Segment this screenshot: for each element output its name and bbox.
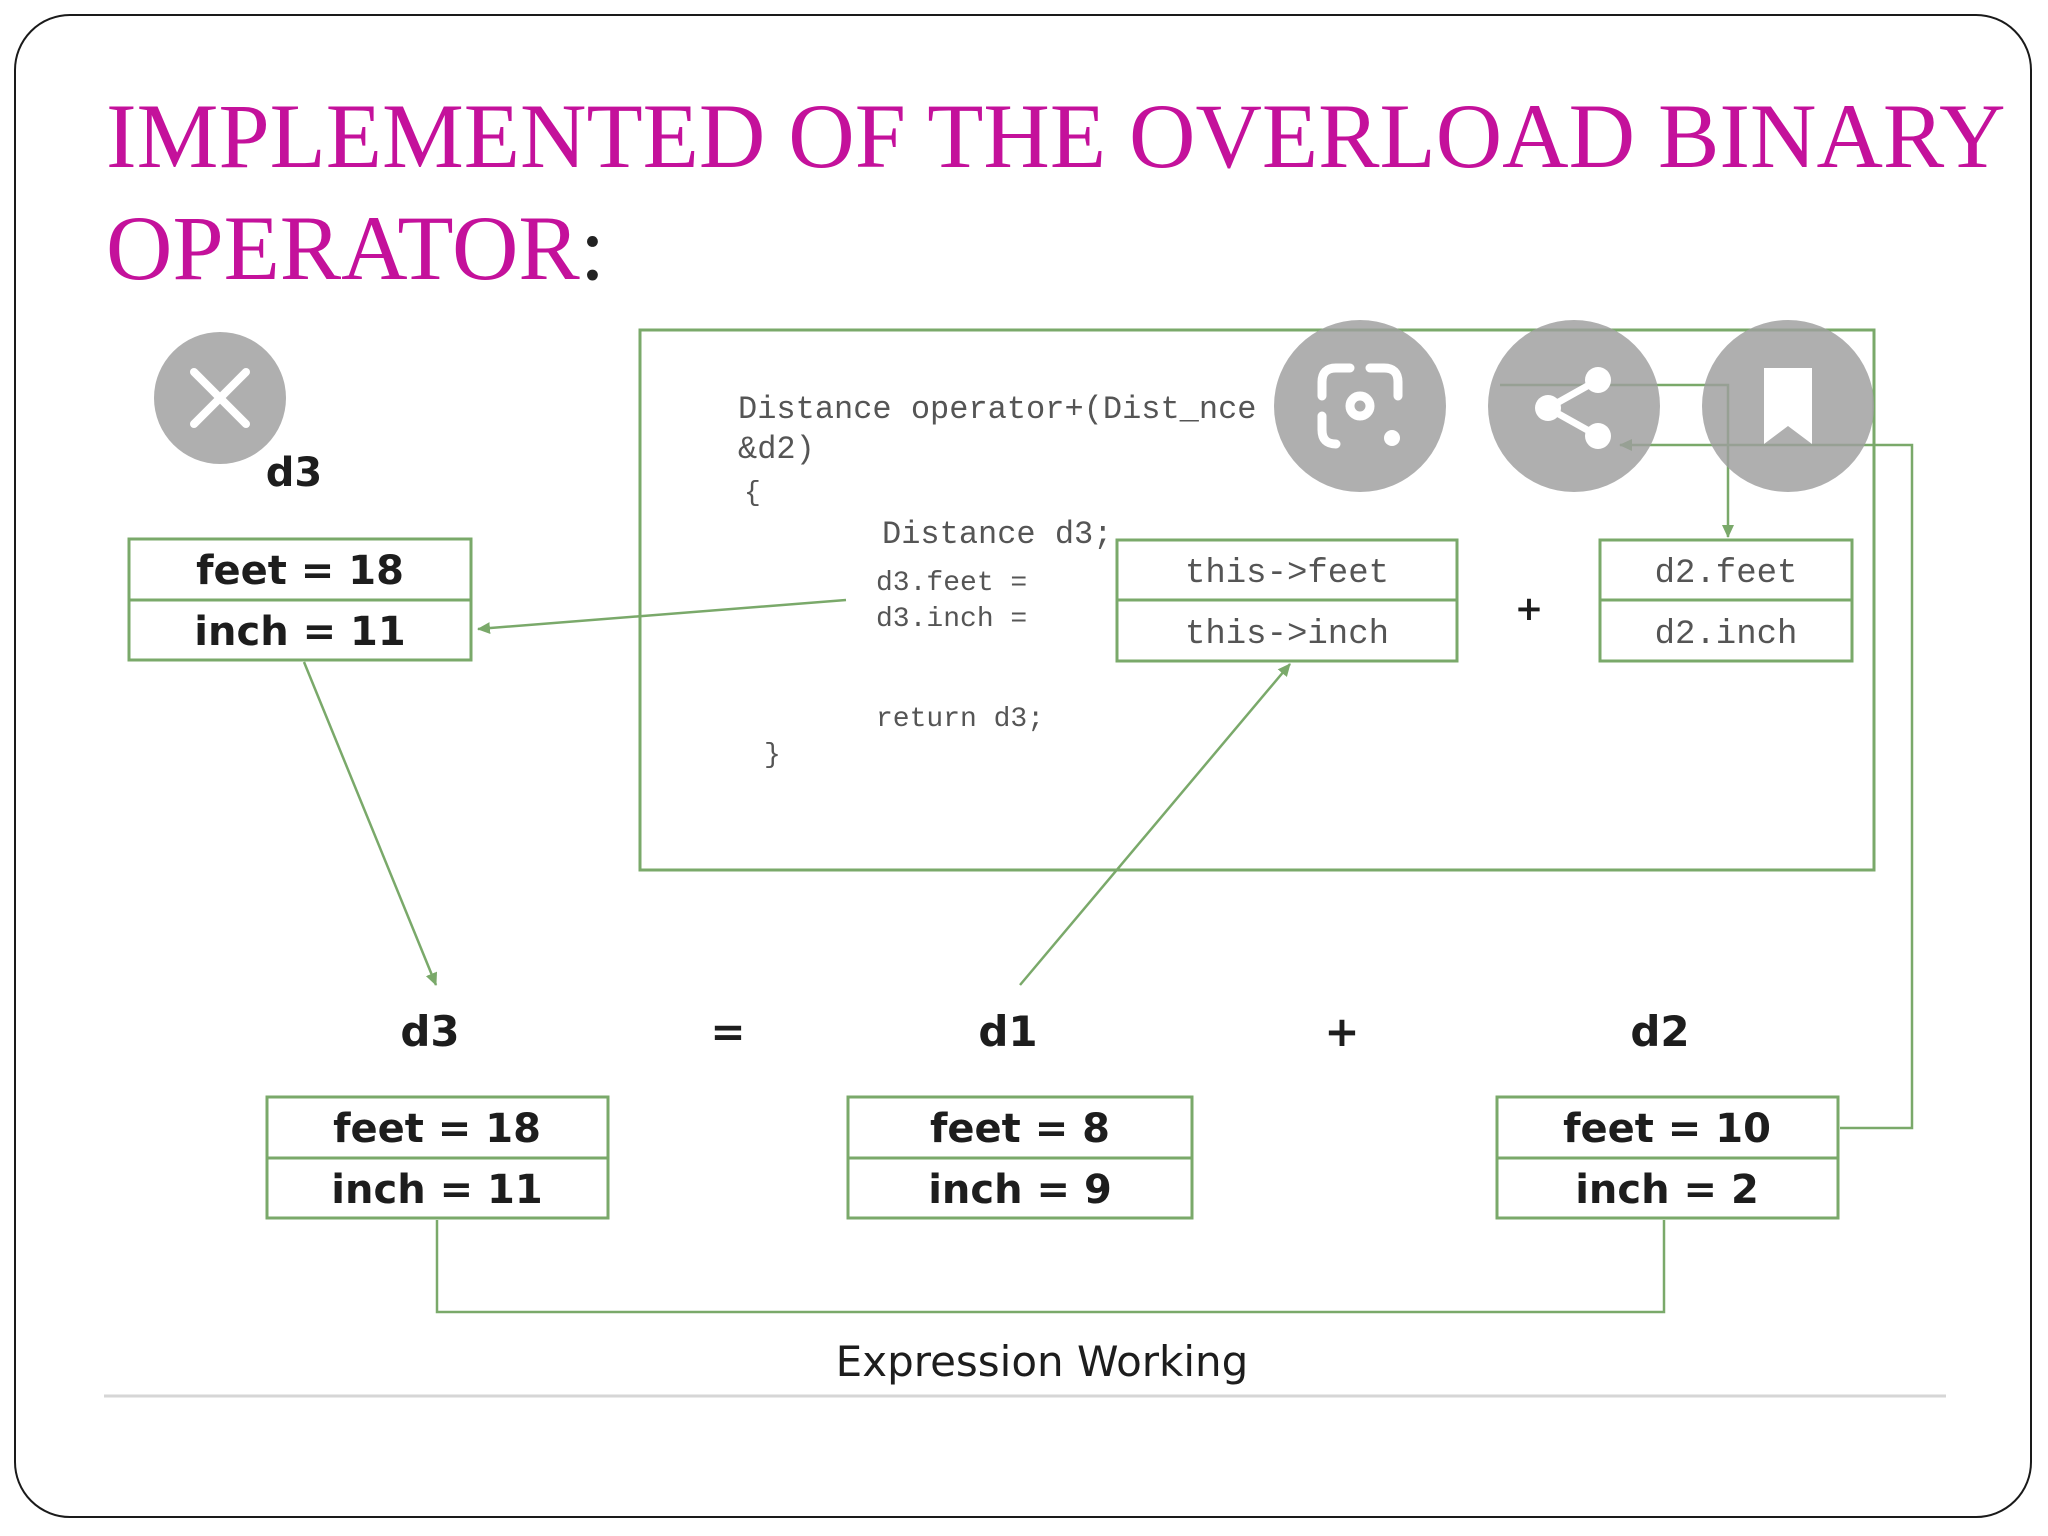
title-colon: : [579,197,606,299]
bottom-connector [435,1220,1666,1314]
result-d3-feet: feet = 18 [196,548,404,594]
result-d3-inch: inch = 11 [194,609,405,655]
code-line-close-brace: } [764,740,781,771]
expr-d2-name: d2 [1630,1007,1689,1056]
result-d3-name: d3 [266,450,322,496]
d2-members-box: d2.feet d2.inch [1598,538,1854,663]
expr-d1-inch: inch = 9 [928,1167,1112,1213]
slide-frame [14,14,2032,1518]
arrow-result-to-d3 [302,661,438,986]
expr-d1-feet: feet = 8 [930,1106,1110,1152]
expr-equals-sign: = [710,1007,745,1056]
code-line-param: &d2) [738,431,815,468]
bookmark-button[interactable] [1702,320,1874,492]
arrow-d1-to-this [1019,663,1291,986]
expr-d3-box: feet = 18 inch = 11 [265,1095,610,1220]
code-line-signature: Distance operator+(Dist_nce [738,391,1256,428]
arrow-assign-to-result [477,598,847,635]
expr-plus-sign: + [1324,1007,1359,1056]
d2-feet-label: d2.feet [1655,555,1798,593]
lens-dot [1384,430,1400,446]
expr-d2-box: feet = 10 inch = 2 [1495,1095,1840,1220]
share-button[interactable] [1488,320,1660,492]
code-line-feet-assign: d3.feet = [876,568,1027,599]
code-plus-sign: + [1515,589,1544,629]
expr-d3-feet: feet = 18 [333,1106,541,1152]
code-line-inch-assign: d3.inch = [876,604,1027,635]
this-inch-label: this->inch [1185,616,1389,654]
expr-d3-inch: inch = 11 [331,1167,542,1213]
expr-d1-box: feet = 8 inch = 9 [846,1095,1194,1220]
code-line-return: return d3; [876,704,1044,735]
close-button[interactable] [154,332,286,464]
d2-inch-label: d2.inch [1655,616,1798,654]
result-d3-box: feet = 18 inch = 11 [127,537,473,662]
close-icon [190,368,250,428]
caption-expression-working: Expression Working [836,1337,1249,1386]
this-feet-label: this->feet [1185,555,1389,593]
title-text: IMPLEMENTED OF THE OVERLOAD BINARY OPERA… [106,85,2003,299]
expr-d3-name: d3 [400,1007,459,1056]
this-members-box: this->feet this->inch [1115,538,1459,663]
expr-d2-inch: inch = 2 [1575,1167,1759,1213]
code-line-open-brace: { [744,478,761,509]
code-line-declare: Distance d3; [882,516,1112,553]
expr-d2-feet: feet = 10 [1563,1106,1771,1152]
lens-button[interactable] [1274,320,1446,492]
bookmark-icon [1764,368,1812,444]
code-frame [638,328,1876,872]
lens-icon [1317,363,1403,449]
slide-title: IMPLEMENTED OF THE OVERLOAD BINARY OPERA… [106,80,2006,304]
expr-d1-name: d1 [978,1007,1037,1056]
share-icon [1535,367,1611,449]
